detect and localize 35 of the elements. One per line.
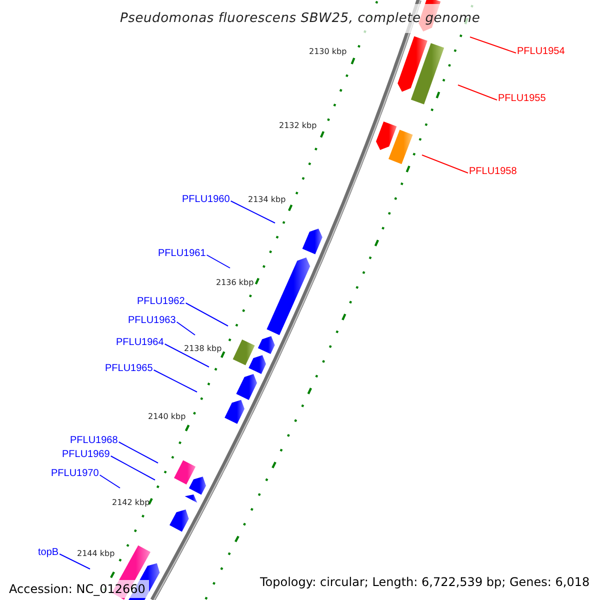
leader-line [422, 154, 468, 174]
gene-label: PFLU1960 [182, 194, 230, 206]
gene-label: PFLU1970 [51, 468, 99, 480]
leader-line [176, 322, 196, 336]
scale-label: 2140 kbp [148, 412, 186, 422]
gene-label: PFLU1955 [498, 93, 546, 105]
scale-label: 2144 kbp [77, 549, 115, 559]
leader-line [470, 36, 516, 54]
leader-line [59, 554, 90, 570]
leader-line [99, 474, 120, 488]
gene-label: PFLU1963 [128, 315, 176, 327]
genome-summary-text: Topology: circular; Length: 6,722,539 bp; Genes: 6,018 [260, 575, 590, 589]
leader-line [230, 200, 276, 224]
gene-label: PFLU1968 [70, 435, 118, 447]
leader-line [185, 302, 228, 326]
gene-label: PFLU1965 [105, 363, 153, 375]
leader-line [458, 84, 498, 100]
scale-label: 2132 kbp [279, 121, 317, 131]
gene-label: PFLU1961 [158, 248, 206, 260]
leader-line [110, 456, 156, 480]
scale-label: 2136 kbp [216, 278, 254, 288]
gene-label: PFLU1958 [469, 166, 517, 178]
gene-label: PFLU1954 [517, 46, 565, 58]
leader-line [164, 344, 210, 368]
leader-line [153, 370, 198, 392]
scale-label: 2142 kbp [112, 498, 150, 508]
scale-label: 2130 kbp [309, 47, 347, 57]
gene-label: PFLU1964 [116, 337, 164, 349]
gene-label: PFLU1969 [62, 449, 110, 461]
gene-label: PFLU1962 [137, 296, 185, 308]
leader-line [206, 254, 230, 268]
leader-line [118, 442, 158, 464]
scale-label: 2138 kbp [184, 344, 222, 354]
scale-label: 2134 kbp [248, 195, 286, 205]
gene-label: topB [38, 547, 59, 559]
